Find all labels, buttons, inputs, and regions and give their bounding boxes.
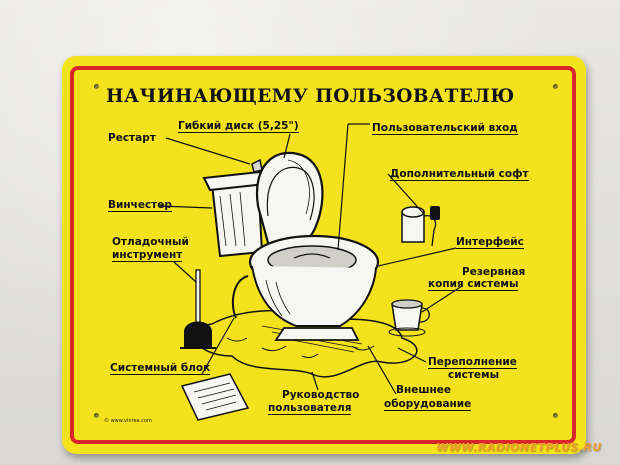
label-user-login: Пользовательский вход <box>372 122 518 135</box>
copyright-text: © www.vinrea.com <box>104 418 152 424</box>
label-overflow-1: Переполнение <box>428 356 517 369</box>
plunger-icon <box>180 269 216 349</box>
label-floppy: Гибкий диск (5,25") <box>178 120 299 133</box>
label-system-unit: Системный блок <box>110 362 211 375</box>
label-manual-2: пользователя <box>268 402 352 415</box>
label-interface: Интерфейс <box>456 236 524 249</box>
label-backup-2: копия системы <box>428 278 519 291</box>
label-external-1: Внешнее <box>396 384 452 396</box>
label-backup-1: Резервная <box>462 266 526 278</box>
label-debug-tool-1: Отладочный <box>112 236 189 248</box>
screw-icon <box>94 84 99 89</box>
screw-icon <box>553 413 558 418</box>
watermark-text: WWW.RADIONETPLUS.RU <box>436 441 602 454</box>
screw-icon <box>94 413 99 418</box>
label-manual-1: Руководство <box>282 389 360 401</box>
sign-red-border <box>70 66 576 444</box>
sign-plate: НАЧИНАЮЩЕМУ ПОЛЬЗОВАТЕЛЮ Рестарт Гибкий … <box>62 56 586 454</box>
label-overflow-2: системы <box>448 369 500 381</box>
sign-title: НАЧИНАЮЩЕМУ ПОЛЬЗОВАТЕЛЮ <box>106 86 515 107</box>
label-restart: Рестарт <box>108 132 156 144</box>
cup-icon <box>388 299 430 337</box>
label-hdd: Винчестер <box>108 199 172 212</box>
label-external-2: оборудование <box>384 398 472 411</box>
label-extra-soft: Дополнительный софт <box>390 168 529 181</box>
toilet-paper-icon <box>401 206 440 247</box>
newspaper-icon <box>180 373 250 421</box>
screw-icon <box>553 84 558 89</box>
label-debug-tool-2: инструмент <box>112 249 183 262</box>
toilet-illustration <box>159 123 463 421</box>
